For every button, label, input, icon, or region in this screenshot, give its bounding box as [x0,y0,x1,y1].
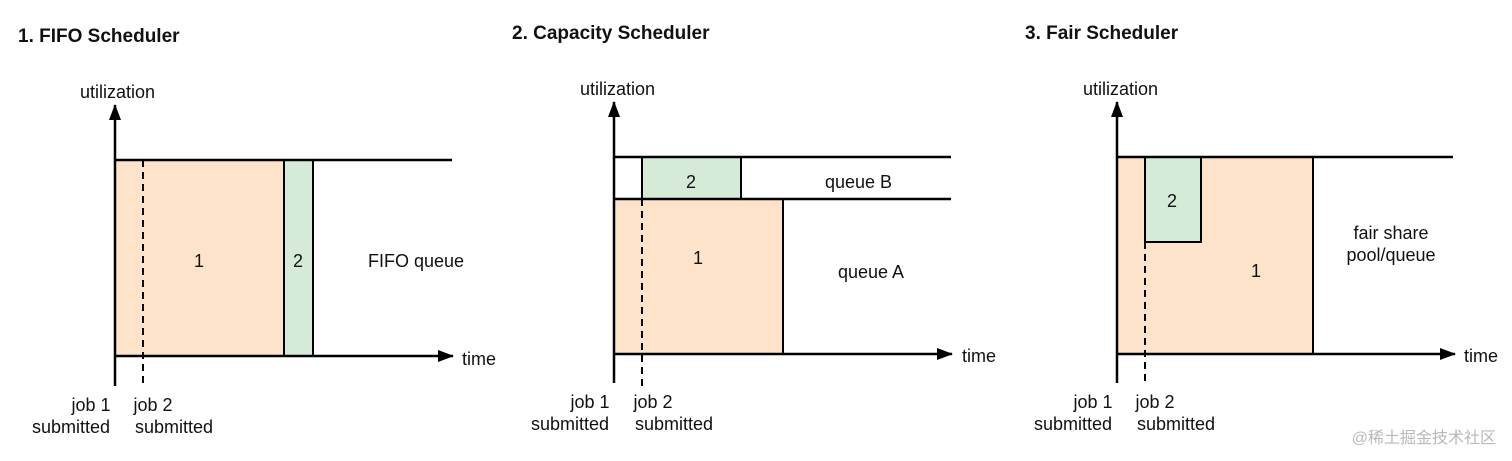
fifo-job2-block-label: 2 [293,251,303,271]
fifo-title: 1. FIFO Scheduler [18,26,180,47]
capacity-job1-block [613,198,784,355]
fair-queue-label-line1: fair share [1353,223,1428,243]
fair-title: 3. Fair Scheduler [1025,23,1179,44]
capacity-job1-submitted-line2: submitted [531,414,609,434]
capacity-job2-block-label: 2 [686,172,696,192]
fifo-queue-label: FIFO queue [368,251,464,271]
fifo-job2-submitted-line1: job 2 [132,395,172,415]
fair-job2-submitted-line1: job 2 [1134,392,1174,412]
capacity-title: 2. Capacity Scheduler [512,23,710,44]
fair-job1-block-label: 1 [1251,261,1261,281]
fair-job2-block-label: 2 [1167,191,1177,211]
capacity-queue-a-label: queue A [838,262,904,282]
fair-job1-submitted-line2: submitted [1034,414,1112,434]
fair-job2-submitted-line2: submitted [1137,414,1215,434]
fifo-job2-submitted-line2: submitted [135,417,213,437]
fifo-job1-block-label: 1 [194,251,204,271]
capacity-y-axis-label: utilization [580,79,655,99]
fair-panel: 3. Fair Scheduler utilization time 1 2 f… [1025,23,1498,434]
fifo-y-axis-label: utilization [80,82,155,102]
capacity-queue-b-label: queue B [825,172,892,192]
capacity-job2-submitted-line2: submitted [635,414,713,434]
fair-x-axis-label: time [1464,346,1498,366]
capacity-job1-block-label: 1 [693,248,703,268]
fair-job1-submitted-line1: job 1 [1072,392,1112,412]
fair-queue-label-line2: pool/queue [1346,245,1435,265]
fair-y-axis-label: utilization [1083,79,1158,99]
capacity-job2-submitted-line1: job 2 [632,392,672,412]
capacity-panel: 2. Capacity Scheduler utilization time 1… [512,23,996,434]
fifo-panel: 1. FIFO Scheduler utilization time 1 2 F… [18,26,496,437]
fifo-job1-submitted-line1: job 1 [70,395,110,415]
fifo-x-axis-label: time [462,349,496,369]
watermark: @稀土掘金技术社区 [1352,429,1496,447]
capacity-job1-submitted-line1: job 1 [569,392,609,412]
fifo-job1-submitted-line2: submitted [32,417,110,437]
capacity-x-axis-label: time [962,346,996,366]
